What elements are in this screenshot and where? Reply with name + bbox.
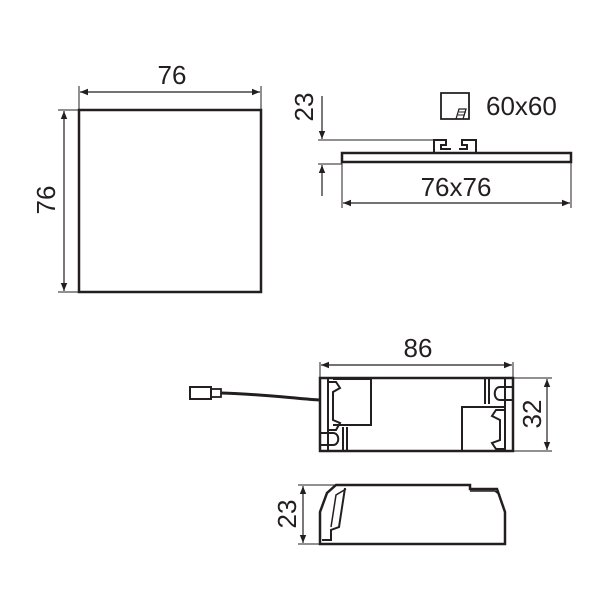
driver-width-label: 32: [517, 400, 547, 429]
cutout-label: 60x60: [486, 91, 557, 121]
front-width-label: 76: [158, 60, 187, 90]
panel-outline: [77, 108, 263, 294]
front-height-label: 76: [31, 186, 61, 215]
driver-height-label: 23: [272, 500, 302, 529]
driver-top-view: 86 32: [189, 333, 552, 453]
side-height-label: 23: [289, 93, 319, 122]
driver-body: [318, 376, 515, 453]
driver-side-view: 23: [272, 483, 507, 546]
size-label: 76x76: [421, 172, 492, 202]
mounting-clip: [433, 139, 477, 153]
driver-length-label: 86: [404, 333, 433, 363]
front-view: 76 76: [31, 60, 263, 294]
cutout-icon: [440, 92, 470, 120]
panel-profile: [340, 151, 573, 164]
side-view: 23 60x60 76x76: [289, 91, 573, 208]
connector-icon: [189, 386, 222, 400]
driver-profile: [318, 483, 507, 546]
